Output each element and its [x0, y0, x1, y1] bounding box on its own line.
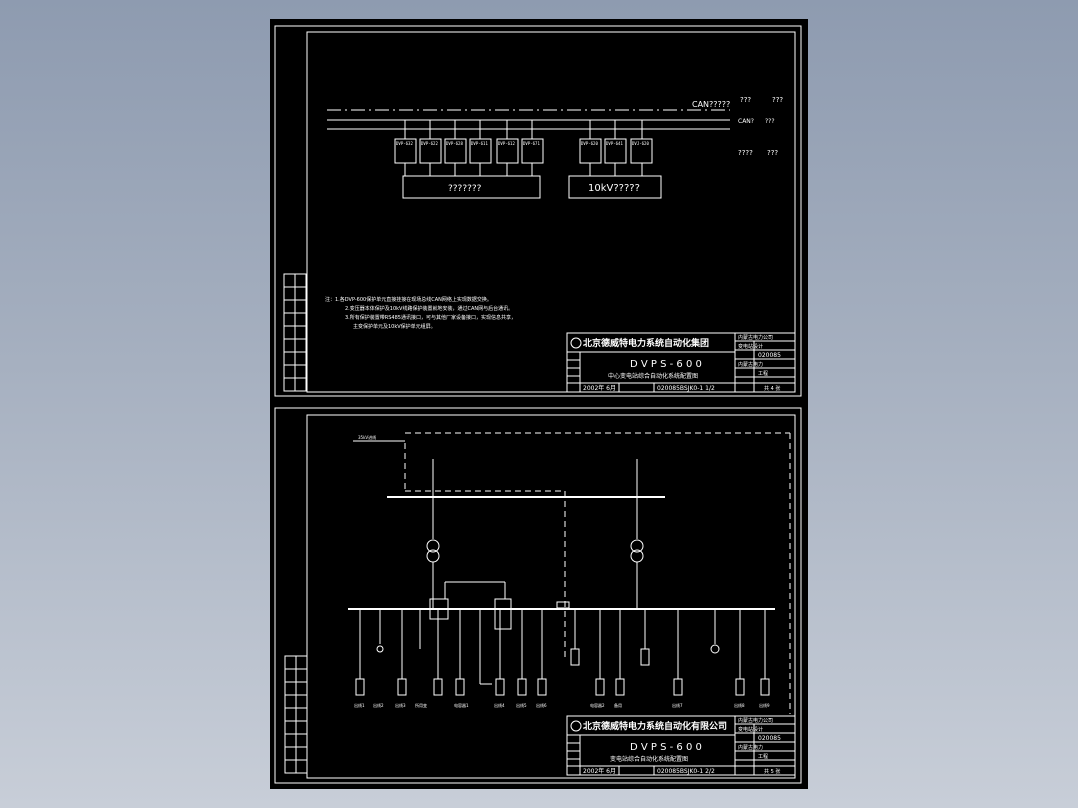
tb-r2: 变电站设计: [738, 726, 763, 733]
device-label: DVP-612: [498, 141, 515, 146]
feeder-label: 出线8: [734, 702, 745, 708]
tb-r5: 工程: [758, 753, 768, 760]
company-name: 北京德威特电力系统自动化有限公司: [583, 720, 727, 732]
tb-r5: 工程: [758, 370, 768, 377]
device-label: DVP-611: [471, 141, 488, 146]
tb-drawing: 020085BSJK0-1 2/2: [657, 768, 715, 775]
tb-date: 2002年 6月: [583, 767, 616, 775]
title-main: D V P S - 6 0 0: [630, 359, 702, 370]
top-q5: ???: [767, 149, 778, 157]
feeder-label: 出线3: [395, 702, 406, 708]
top-sheet-border: [274, 25, 802, 397]
title-sub: 变电站综合自动化系统配置图: [610, 755, 688, 763]
feeder-label: 备用: [614, 702, 622, 708]
feeder-label: 出线5: [516, 702, 527, 708]
box-left-label: ???????: [448, 184, 482, 194]
tb-code: 020085: [758, 735, 781, 742]
feeders: [355, 609, 770, 696]
bottom-title-block: [566, 715, 796, 776]
bottom-inner-border: [306, 414, 796, 779]
tb-r4: 内蒙古电力: [738, 744, 763, 751]
feeder-label: 出线7: [672, 702, 683, 708]
note-line: 3.所有保护装置带RS485通讯接口，可与其他厂家设备接口，实现信息共享，: [345, 314, 516, 321]
device-label: DVP-641: [606, 141, 623, 146]
device-label: DVP-628: [446, 141, 463, 146]
feeder-label: 出线6: [536, 702, 547, 708]
note-line: 主变保护单元及10kV保护单元组屏。: [353, 323, 436, 330]
can-label: CAN?????: [692, 100, 730, 109]
bottom-sheet-border: [274, 407, 802, 784]
transformer-left: [426, 459, 440, 609]
tb-r1: 内蒙古电力公司: [738, 717, 773, 724]
company-name: 北京德威特电力系统自动化集团: [583, 337, 709, 349]
can2-label: CAN?: [738, 118, 754, 125]
top-q1: ???: [740, 96, 751, 104]
tb-date: 2002年 6月: [583, 384, 616, 392]
device-label: DVP-620: [581, 141, 598, 146]
top-margin-table: [283, 273, 307, 392]
top-inner-border: [306, 31, 796, 393]
tb-r2: 变电站设计: [738, 343, 763, 350]
feeder-label: 出线9: [759, 702, 770, 708]
device-label: DVP-632: [396, 141, 413, 146]
tb-drawing: 020085BSJK0-1 1/2: [657, 385, 715, 392]
title-main: D V P S - 6 0 0: [630, 742, 702, 753]
cad-drawing: CAN????? ??? ??? CAN? ??? ???? ??? DVP-6…: [274, 25, 802, 784]
tb-r4: 内蒙古电力: [738, 361, 763, 368]
feeder-label: 出线2: [373, 702, 384, 708]
dashed-enclosure: [404, 432, 791, 714]
feeder-label: 出线4: [494, 702, 505, 708]
tb-code: 020085: [758, 352, 781, 359]
tb-page: 共 4 张: [764, 385, 780, 392]
device-group-right: [568, 120, 662, 199]
tb-r1: 内蒙古电力公司: [738, 334, 773, 341]
transformer-right: [630, 459, 644, 609]
note-line: 注：1.各DVP-600保护单元直接挂接在现场总线CAN网络上实现数据交换。: [325, 296, 492, 303]
feeder-label: 所用变: [415, 702, 427, 708]
feeder-label: 电容器2: [590, 702, 605, 708]
line-label: 35kV进线: [358, 434, 376, 440]
device-group-left: [394, 120, 544, 199]
feeder-label: 出线1: [354, 702, 365, 708]
top-q2: ???: [772, 96, 783, 104]
bottom-margin-table: [284, 655, 308, 774]
note-line: 2.变压器本体保护及10kV线路保护装置就地安装，通过CAN网与后台通讯。: [345, 305, 513, 312]
feeder-label: 电容器1: [454, 702, 469, 708]
top-title-block: [566, 332, 796, 393]
drawing-sheet: CAN????? ??? ??? CAN? ??? ???? ??? DVP-6…: [270, 19, 808, 789]
top-q3: ???: [765, 118, 775, 125]
device-label: DVP-671: [523, 141, 540, 146]
device-label: DVP-622: [421, 141, 438, 146]
device-label: DVJ-620: [632, 141, 649, 146]
top-q4: ????: [738, 149, 753, 157]
bus-tie: [429, 581, 570, 630]
tb-page: 共 5 张: [764, 768, 780, 775]
title-sub: 中心变电站综合自动化系统配置图: [608, 372, 698, 380]
box-right-label: 10kV?????: [588, 183, 640, 194]
